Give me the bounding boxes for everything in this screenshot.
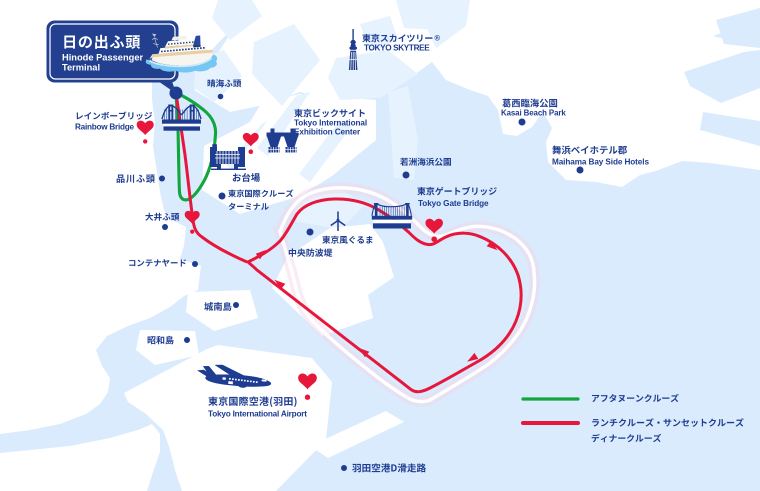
svg-text:®: ®: [435, 34, 441, 43]
svg-text:Exhibition Center: Exhibition Center: [294, 128, 361, 137]
svg-text:Terminal: Terminal: [62, 63, 100, 73]
svg-text:Kasai Beach Park: Kasai Beach Park: [501, 109, 566, 118]
svg-text:Tokyo Gate Bridge: Tokyo Gate Bridge: [418, 199, 489, 208]
svg-text:Maihama Bay Side Hotels: Maihama Bay Side Hotels: [552, 158, 649, 167]
svg-text:Tokyo International: Tokyo International: [294, 119, 367, 128]
svg-text:Hinode Passenger: Hinode Passenger: [62, 53, 143, 63]
svg-text:Tokyo International Airport: Tokyo International Airport: [208, 410, 307, 419]
svg-text:Rainbow Bridge: Rainbow Bridge: [75, 123, 135, 132]
svg-text:TOKYO SKYTREE: TOKYO SKYTREE: [364, 44, 430, 53]
